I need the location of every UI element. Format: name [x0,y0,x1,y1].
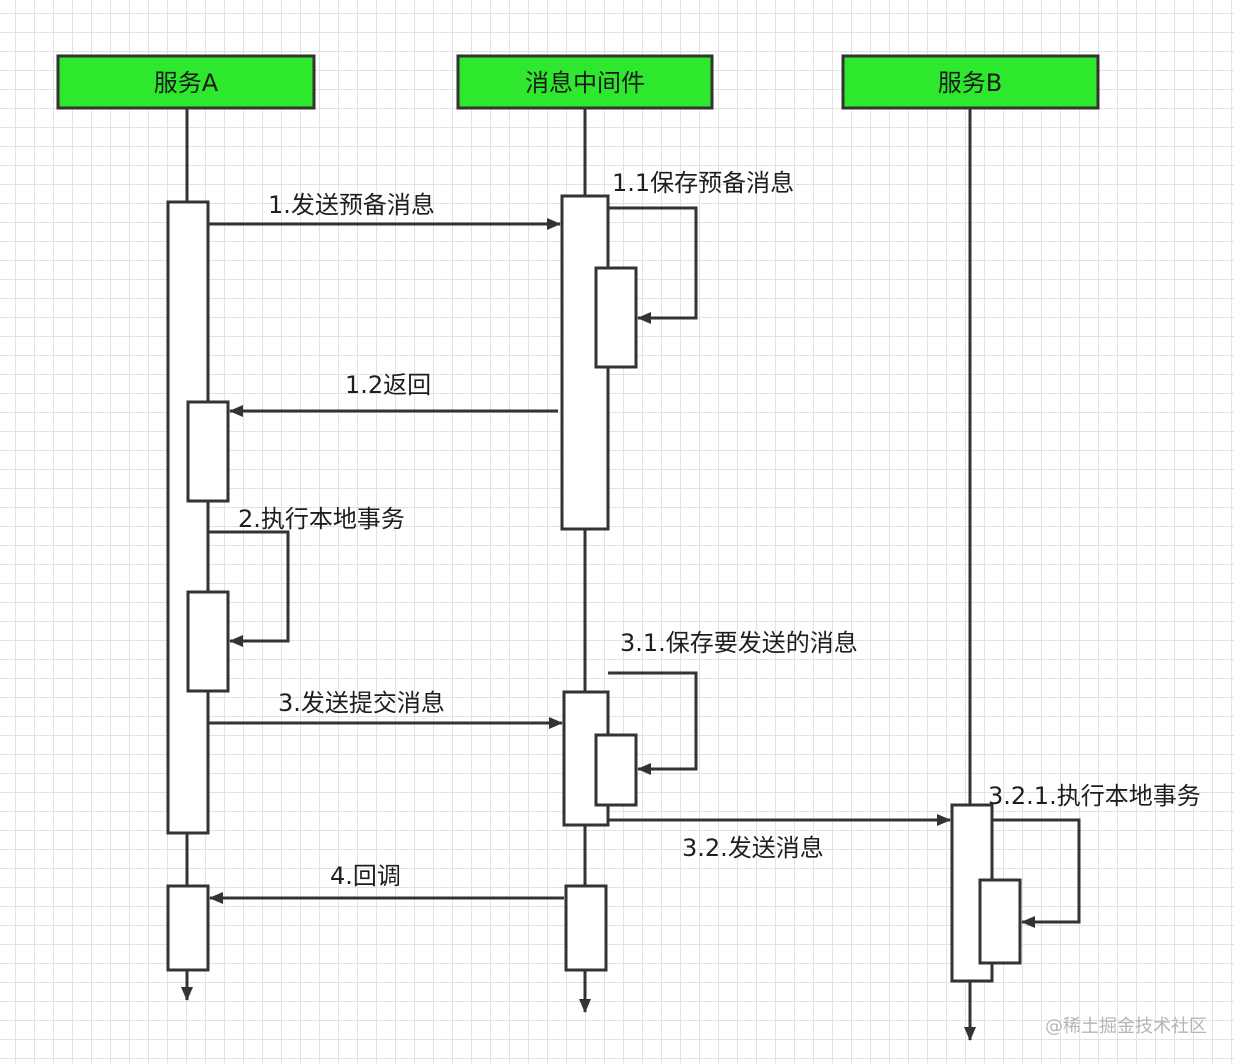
participant-label: 消息中间件 [525,69,645,97]
participant-middleware: 消息中间件 [456,54,714,110]
participant-service-b: 服务B [841,54,1100,110]
message-label-3: 3.发送提交消息 [278,689,445,717]
message-label-2: 2.执行本地事务 [238,505,405,533]
participant-service-a: 服务A [56,54,316,110]
activation-bar [166,884,210,972]
activation-bar [186,590,230,693]
activation-bar [594,266,638,369]
activation-bar [186,400,230,503]
message-label-1-2: 1.2返回 [345,371,431,399]
message-arrow-1-1 [608,206,698,324]
message-arrow-3-1 [608,671,698,775]
message-label-1-1: 1.1保存预备消息 [612,169,794,197]
participant-label: 服务A [154,69,219,97]
message-arrow-3-2-1 [992,818,1081,928]
activation-bar [166,200,210,835]
message-label-4: 4.回调 [330,862,401,890]
message-label-3-2-1: 3.2.1.执行本地事务 [988,782,1201,810]
message-label-1: 1.发送预备消息 [268,191,435,219]
activation-bar [564,884,608,972]
activation-bar [594,733,638,807]
message-label-3-2: 3.2.发送消息 [682,834,824,862]
message-label-3-1: 3.1.保存要发送的消息 [620,629,858,657]
activation-bar [978,878,1022,965]
message-arrow-2 [208,530,290,647]
participant-label: 服务B [938,69,1002,97]
watermark: @稀土掘金技术社区 [1045,1016,1207,1037]
